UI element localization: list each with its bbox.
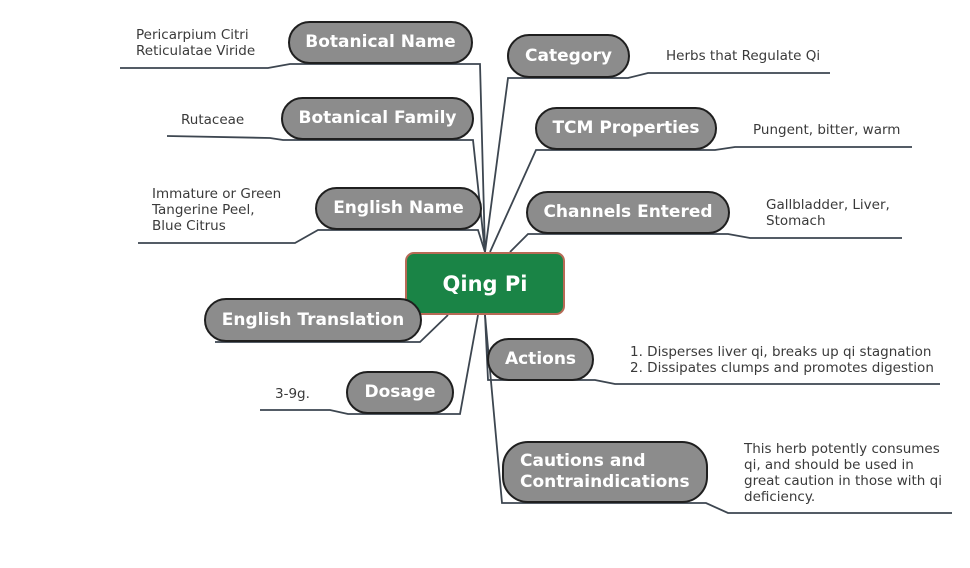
node-category[interactable]: Category (507, 34, 630, 78)
node-label-line-1: Cautions and (520, 451, 646, 471)
node-label: Category (525, 45, 612, 66)
value-line: qi, and should be used in (744, 457, 914, 473)
value-line: 1. Disperses liver qi, breaks up qi stag… (630, 344, 932, 360)
value-line: Pungent, bitter, warm (753, 122, 901, 138)
node-label: Channels Entered (543, 202, 713, 222)
node-actions[interactable]: Actions (487, 338, 594, 381)
central-topic-label: Qing Pi (442, 271, 528, 296)
value-line: Immature or Green (152, 186, 282, 202)
connector-tcm-properties (489, 146, 912, 253)
node-label: Botanical Name (305, 32, 456, 52)
node-tcm-properties[interactable]: TCM Properties (535, 107, 717, 150)
value-actions: 1. Disperses liver qi, breaks up qi stag… (630, 344, 934, 376)
node-label: Actions (504, 349, 577, 369)
connector-english-name (138, 229, 486, 253)
node-botanical-family[interactable]: Botanical Family (281, 97, 474, 140)
value-line: 3-9g. (275, 386, 310, 402)
value-line: great caution in those with qi (744, 473, 942, 489)
value-line: deficiency. (744, 489, 816, 505)
connector-category (484, 72, 830, 253)
node-english-translation[interactable]: English Translation (204, 298, 422, 342)
value-line: Rutaceae (181, 112, 245, 128)
connector-cautions (484, 314, 952, 514)
value-line: Herbs that Regulate Qi (666, 48, 821, 64)
node-dosage[interactable]: Dosage (346, 371, 454, 414)
value-cautions: This herb potently consumes qi, and shou… (744, 441, 942, 505)
node-label-line-2: Contraindications (520, 472, 690, 492)
value-line: Tangerine Peel, (152, 202, 255, 218)
node-english-name[interactable]: English Name (315, 187, 482, 230)
central-topic-node[interactable]: Qing Pi (405, 252, 565, 315)
value-line: 2. Dissipates clumps and promotes digest… (630, 360, 934, 376)
value-line: Blue Citrus (152, 218, 226, 234)
value-english-name: Immature or Green Tangerine Peel, Blue C… (152, 186, 281, 234)
value-line: Pericarpium Citri (136, 27, 249, 43)
value-tcm-properties: Pungent, bitter, warm (753, 122, 900, 138)
value-category: Herbs that Regulate Qi (666, 48, 820, 64)
value-botanical-name: Pericarpium Citri Reticulatae Viride (136, 27, 255, 59)
value-line: This herb potently consumes (744, 441, 940, 457)
node-label: Botanical Family (298, 108, 457, 128)
node-label: English Name (333, 198, 464, 218)
connector-botanical-name (120, 63, 486, 253)
node-label: TCM Properties (552, 118, 700, 138)
node-label: Dosage (364, 382, 436, 402)
connector-botanical-family (166, 135, 486, 253)
value-line: Gallbladder, Liver, (766, 197, 890, 213)
node-channels-entered[interactable]: Channels Entered (526, 191, 730, 234)
value-line: Stomach (766, 213, 826, 229)
value-channels-entered: Gallbladder, Liver, Stomach (766, 197, 890, 229)
connector-dosage (260, 314, 479, 415)
node-cautions-and-contraindications[interactable]: Cautions and Contraindications (502, 441, 708, 503)
value-dosage: 3-9g. (275, 386, 310, 402)
connector-english-translation (215, 314, 449, 343)
node-botanical-name[interactable]: Botanical Name (288, 21, 473, 64)
node-label: English Translation (221, 309, 405, 330)
value-botanical-family: Rutaceae (181, 112, 244, 128)
value-line: Reticulatae Viride (136, 43, 256, 59)
connector-channels-entered (509, 233, 902, 253)
